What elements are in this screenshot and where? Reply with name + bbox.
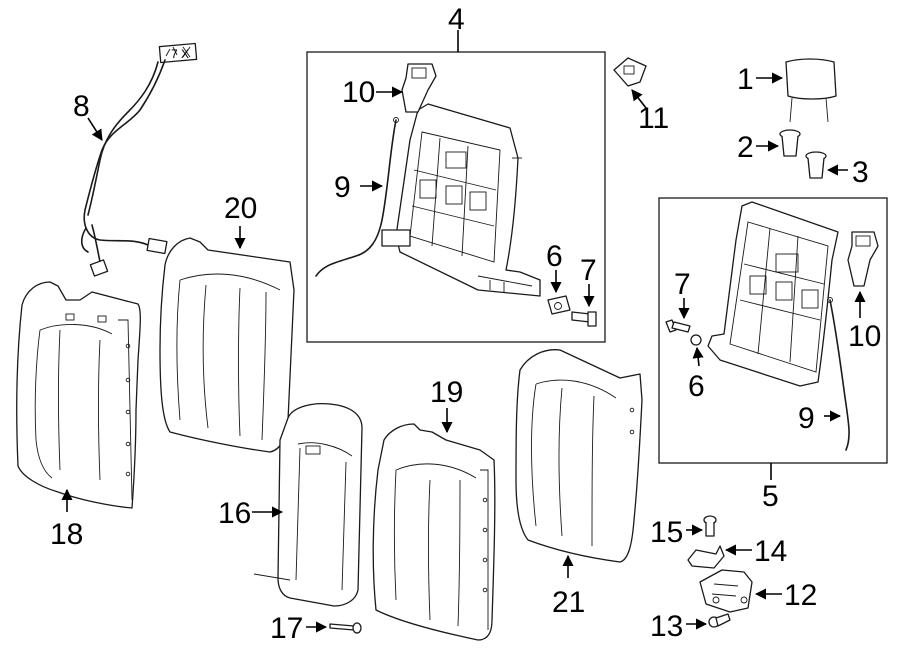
bracket-part-12 bbox=[699, 569, 753, 613]
screw-part-15 bbox=[703, 515, 717, 537]
bushing-part-6-right bbox=[690, 334, 702, 346]
callout-10-left: 10 bbox=[342, 76, 375, 109]
bolt-part-7-right bbox=[665, 319, 691, 333]
cable-part-9-left bbox=[315, 117, 399, 277]
callout-4: 4 bbox=[448, 3, 465, 36]
cable-part-9-right bbox=[827, 297, 850, 451]
seat-frame-part-5 bbox=[707, 201, 839, 387]
callout-13: 13 bbox=[650, 610, 683, 643]
guide-part-3 bbox=[805, 151, 827, 179]
pin-part-17 bbox=[329, 622, 362, 634]
armrest-part-16 bbox=[253, 402, 363, 607]
seat-back-cover-part-19 bbox=[372, 423, 496, 641]
wiring-harness-part-8: 7 X bbox=[80, 42, 198, 277]
frame-group-4 bbox=[306, 51, 606, 343]
leader-11 bbox=[631, 89, 647, 109]
guide-part-2 bbox=[779, 129, 801, 157]
bolt-part-7-left bbox=[571, 311, 597, 327]
callout-7-left: 7 bbox=[580, 254, 597, 287]
leader-8 bbox=[87, 117, 103, 141]
callout-17: 17 bbox=[270, 612, 303, 645]
callout-2: 2 bbox=[737, 131, 754, 164]
callout-20: 20 bbox=[224, 192, 257, 225]
callout-6-left: 6 bbox=[546, 240, 563, 273]
callout-9-left: 9 bbox=[334, 171, 351, 204]
callout-15: 15 bbox=[650, 516, 683, 549]
connector-label: 7 X bbox=[171, 47, 189, 61]
latch-part-10-right bbox=[847, 231, 879, 287]
bushing-part-6-left bbox=[547, 295, 571, 315]
callout-7-right: 7 bbox=[674, 268, 691, 301]
leader-6-right bbox=[692, 346, 704, 367]
callout-10-right: 10 bbox=[848, 320, 881, 353]
callout-16: 16 bbox=[218, 497, 251, 530]
callout-11: 11 bbox=[638, 102, 669, 135]
clip-part-11 bbox=[613, 57, 647, 87]
callout-1: 1 bbox=[737, 63, 754, 96]
headrest-part-1 bbox=[785, 58, 837, 123]
callout-12: 12 bbox=[784, 579, 817, 612]
seat-back-pad-part-21 bbox=[515, 349, 643, 563]
callout-8: 8 bbox=[73, 90, 90, 123]
callout-21: 21 bbox=[552, 586, 585, 619]
seat-frame-part-4 bbox=[381, 103, 541, 297]
seat-back-cover-part-18 bbox=[16, 281, 141, 509]
callout-18: 18 bbox=[50, 518, 83, 551]
callout-19: 19 bbox=[430, 376, 463, 409]
callout-5: 5 bbox=[762, 480, 779, 513]
frame-group-5 bbox=[658, 197, 888, 464]
clip-part-14 bbox=[687, 545, 725, 569]
callout-14: 14 bbox=[754, 535, 787, 568]
callout-9-right: 9 bbox=[798, 402, 815, 435]
callout-3: 3 bbox=[852, 156, 869, 189]
seat-back-pad-part-20 bbox=[159, 237, 295, 453]
callout-6-right: 6 bbox=[688, 370, 705, 403]
screw-part-13 bbox=[708, 613, 731, 628]
latch-part-10-left bbox=[401, 63, 437, 113]
